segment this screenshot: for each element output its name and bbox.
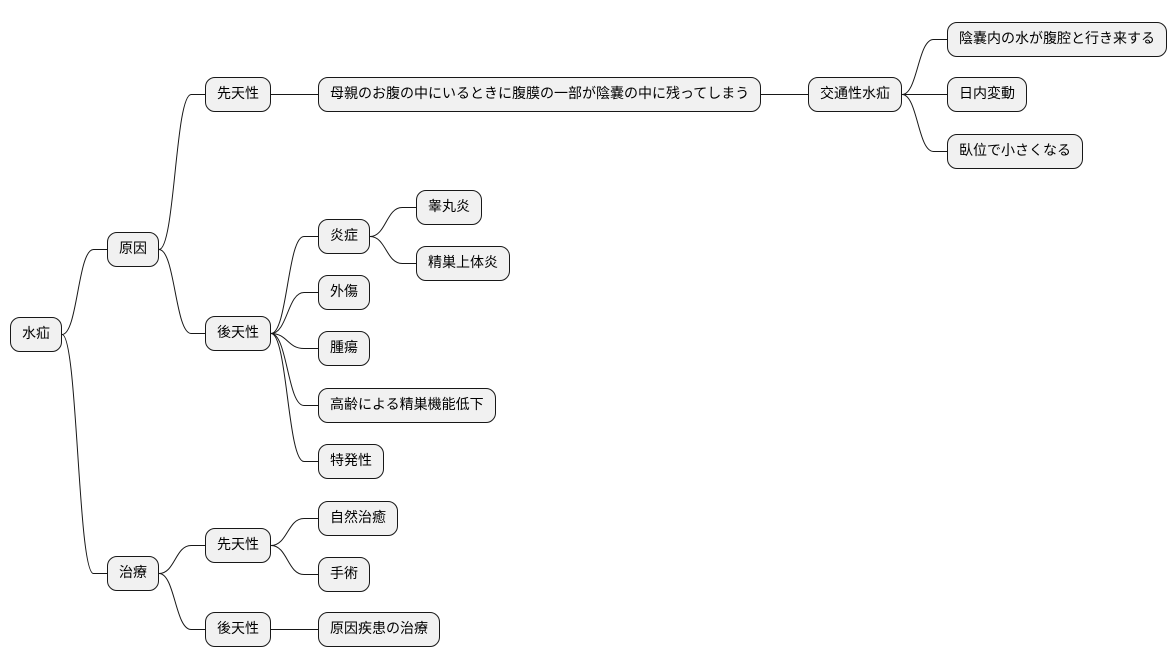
cause-acquired-node[interactable]: 後天性 bbox=[205, 316, 271, 351]
feature-node-flow[interactable]: 陰嚢内の水が腹腔と行き来する bbox=[947, 22, 1167, 57]
surgery-node[interactable]: 手術 bbox=[318, 557, 370, 592]
idiopathic-node[interactable]: 特発性 bbox=[318, 444, 384, 479]
connector-treat-to-treat-cong bbox=[158, 545, 205, 574]
cause-node[interactable]: 原因 bbox=[107, 232, 159, 267]
connector-inflam-to-inf0 bbox=[369, 207, 416, 237]
connector-type-to-feat0 bbox=[901, 39, 947, 95]
trauma-node[interactable]: 外傷 bbox=[318, 275, 370, 310]
connector-cause-acq-to-inflam bbox=[270, 236, 318, 334]
inflammation-node[interactable]: 炎症 bbox=[318, 219, 370, 254]
connector-treat-to-treat-acq bbox=[158, 573, 205, 630]
epididymitis-node[interactable]: 精巣上体炎 bbox=[416, 246, 510, 281]
connector-root-to-treat bbox=[61, 334, 107, 574]
orchitis-node[interactable]: 睾丸炎 bbox=[416, 190, 482, 225]
connector-root-to-cause bbox=[61, 249, 107, 335]
connector-cause-to-cause-cong bbox=[158, 94, 205, 250]
treat-underlying-disease-node[interactable]: 原因疾患の治療 bbox=[318, 612, 440, 647]
connector-cause-acq-to-oth3 bbox=[270, 333, 318, 462]
natural-healing-node[interactable]: 自然治癒 bbox=[318, 501, 398, 536]
communicating-hydrocele-node[interactable]: 交通性水疝 bbox=[808, 77, 902, 112]
connector-inflam-to-inf1 bbox=[369, 236, 416, 264]
feature-node-diurnal[interactable]: 日内変動 bbox=[947, 77, 1027, 112]
root-node[interactable]: 水疝 bbox=[10, 317, 62, 352]
treatment-congenital-node[interactable]: 先天性 bbox=[205, 528, 271, 563]
treatment-acquired-node[interactable]: 後天性 bbox=[205, 612, 271, 647]
aging-node[interactable]: 高齢による精巣機能低下 bbox=[318, 388, 496, 423]
feature-node-supine[interactable]: 臥位で小さくなる bbox=[947, 134, 1083, 169]
connector-type-to-feat2 bbox=[901, 94, 947, 152]
connector-cause-to-cause-acq bbox=[158, 249, 205, 334]
connector-cause-acq-to-oth2 bbox=[270, 333, 318, 406]
connector-treat-cong-to-tc0 bbox=[270, 518, 318, 546]
connector-treat-cong-to-tc1 bbox=[270, 545, 318, 575]
connector-cause-acq-to-oth1 bbox=[270, 333, 318, 349]
connector-cause-acq-to-oth0 bbox=[270, 292, 318, 334]
tumor-node[interactable]: 腫瘍 bbox=[318, 331, 370, 366]
treatment-node[interactable]: 治療 bbox=[107, 556, 159, 591]
cause-congenital-node[interactable]: 先天性 bbox=[205, 77, 271, 112]
congenital-mechanism-node[interactable]: 母親のお腹の中にいるときに腹膜の一部が陰嚢の中に残ってしまう bbox=[318, 77, 762, 112]
